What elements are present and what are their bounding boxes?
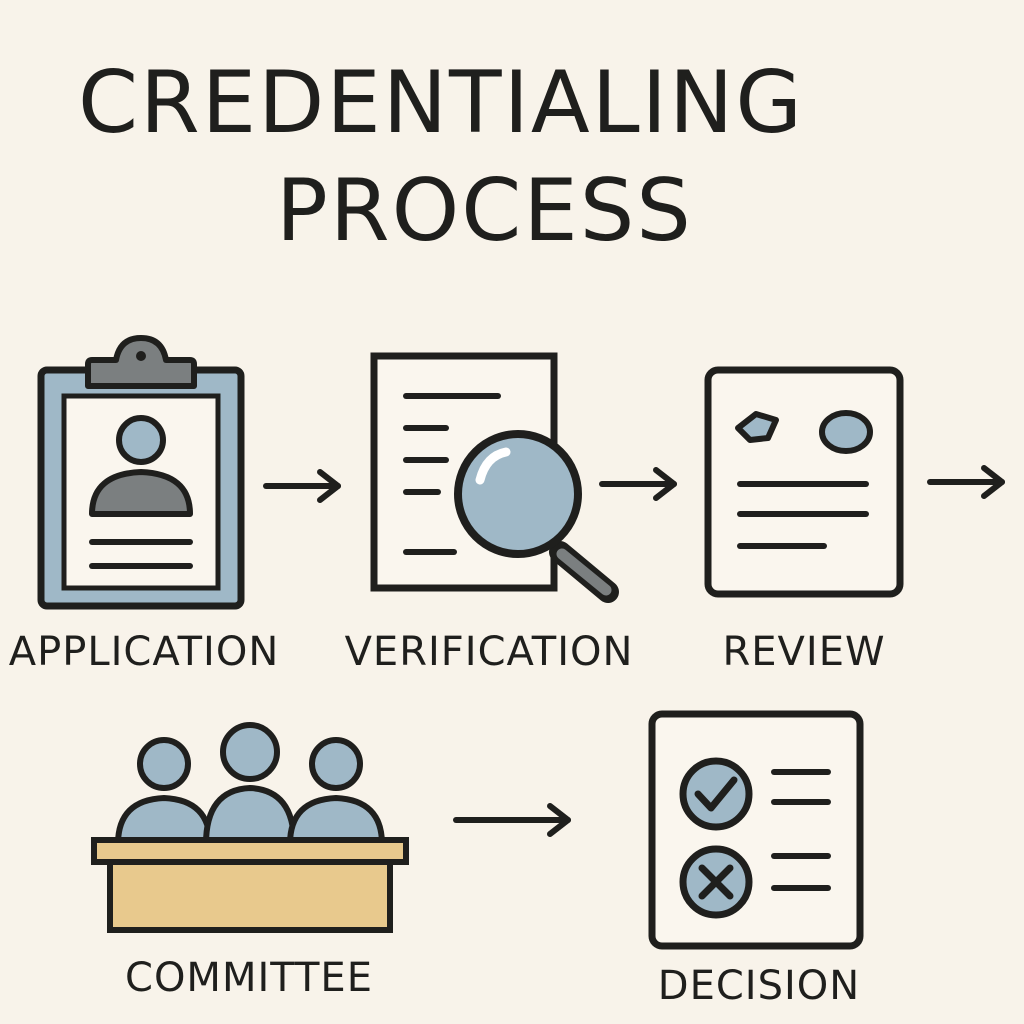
clipboard-profile-icon [36,334,246,614]
step-label-decision: DECISION [657,963,861,1009]
decision-checklist-icon [648,710,864,950]
review-document-icon [704,366,904,598]
step-label-review: REVIEW [722,629,886,675]
document-magnifier-icon [370,352,626,608]
step-label-application: APPLICATION [8,629,280,675]
arrow-right-icon [926,462,1010,502]
arrow-right-icon [262,466,346,506]
title-line-1: CREDENTIALING [78,53,805,153]
arrow-right-icon [452,800,576,840]
step-label-verification: VERIFICATION [344,629,634,675]
committee-people-icon [88,718,412,938]
arrow-right-icon [598,464,682,504]
title-line-2: PROCESS [276,161,693,261]
step-label-committee: COMMITTEE [125,955,373,1001]
